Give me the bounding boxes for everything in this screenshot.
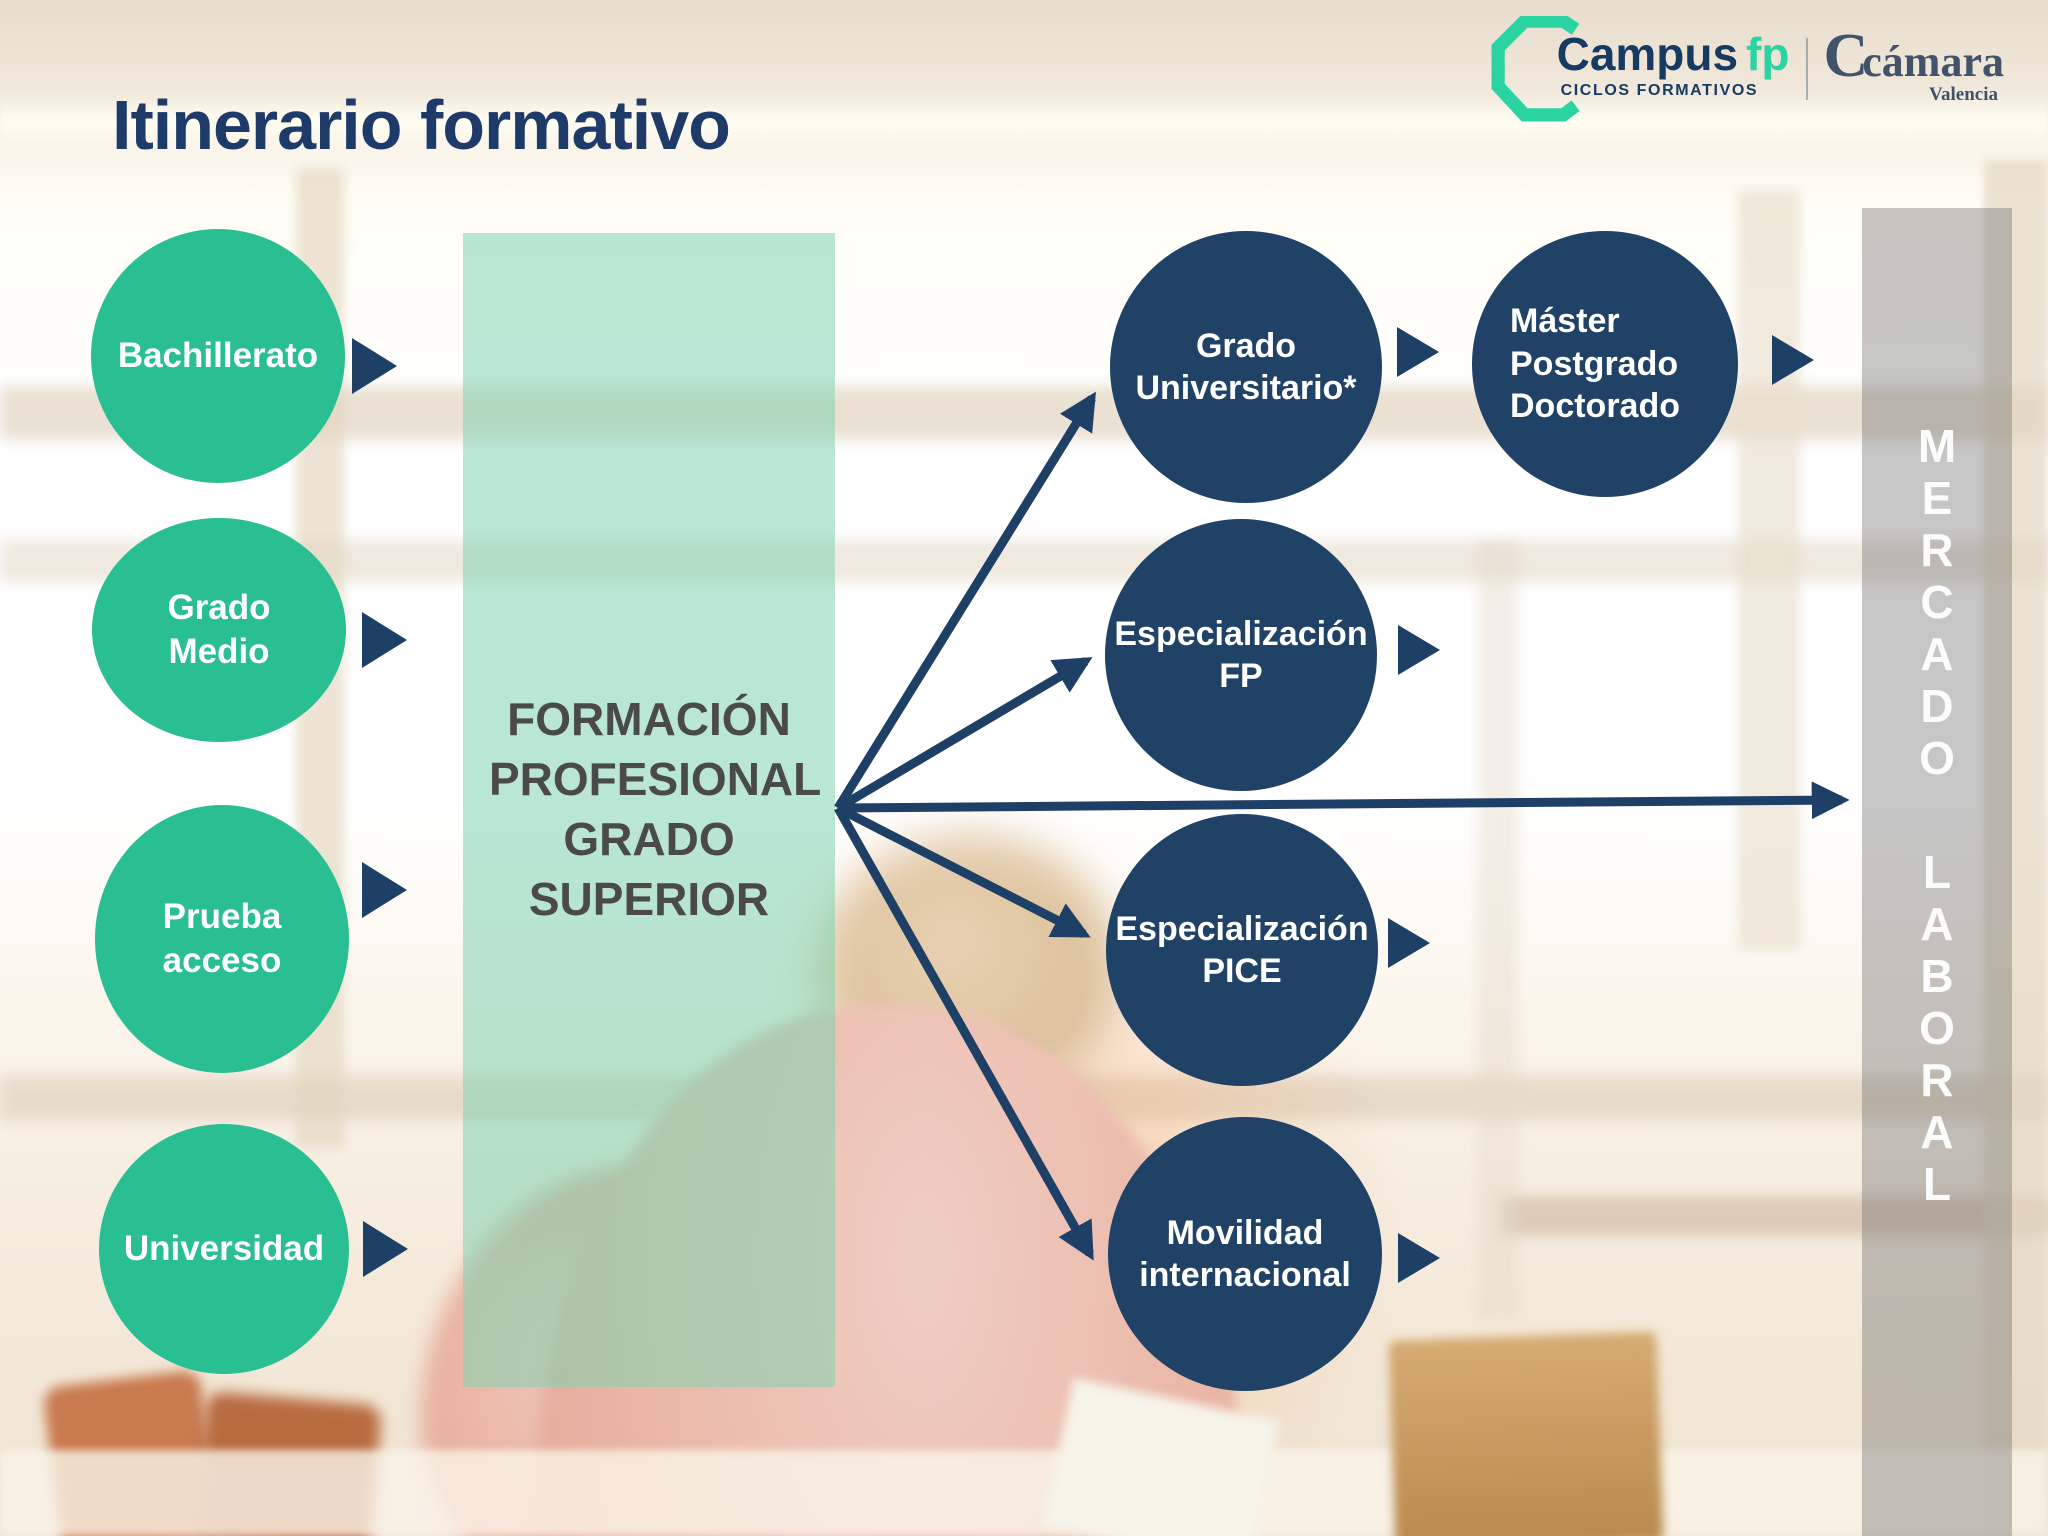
window-light-streak bbox=[0, 96, 2048, 148]
arrow-to-especializacion-pice bbox=[835, 803, 1091, 939]
table-edge bbox=[0, 1450, 2048, 1536]
node-bachillerato: Bachillerato bbox=[91, 229, 345, 483]
triangle-after-master bbox=[1772, 335, 1814, 385]
fp-grado-superior-box: FORMACIÓN PROFESIONAL GRADO SUPERIOR bbox=[463, 233, 835, 1387]
window-frame-vertical bbox=[1478, 540, 1518, 1320]
triangle-after-prueba-acceso bbox=[362, 862, 407, 918]
node-label: Prueba acceso bbox=[162, 897, 282, 980]
node-master-postgrado-doctorado: Máster Postgrado Doctorado bbox=[1472, 231, 1738, 497]
camara-wordmark: cámara bbox=[1862, 37, 2004, 87]
node-label: Bachillerato bbox=[117, 336, 319, 376]
mercado-vertical-text: M E R C A D O bbox=[1917, 420, 1957, 784]
window-frame-band bbox=[1500, 1196, 2048, 1236]
node-grado-medio: Grado Medio bbox=[92, 518, 346, 742]
logo-tagline: CICLOS FORMATIVOS bbox=[1560, 81, 1759, 99]
node-label: Movilidad internacional bbox=[1139, 1213, 1351, 1295]
window-frame-vertical bbox=[1738, 190, 1800, 950]
arrow-to-mercado-laboral bbox=[837, 781, 1850, 820]
triangle-after-movilidad bbox=[1398, 1233, 1440, 1283]
laboral-vertical-text: L A B O R A L bbox=[1919, 846, 1955, 1210]
node-label: Especialización PICE bbox=[1115, 909, 1369, 991]
node-movilidad-internacional: Movilidad internacional bbox=[1108, 1117, 1382, 1391]
window-frame-vertical bbox=[1984, 160, 2048, 1536]
camara-initial: C bbox=[1823, 22, 1869, 91]
logo-divider bbox=[1805, 38, 1808, 100]
triangle-after-especializacion-fp bbox=[1398, 625, 1440, 675]
campus-text: Campus bbox=[1556, 27, 1739, 80]
page-title: Itinerario formativo bbox=[112, 85, 731, 164]
camara-subtitle: Valencia bbox=[1929, 83, 1998, 105]
node-especializacion-fp: Especialización FP bbox=[1105, 519, 1377, 791]
node-grado-universitario: Grado Universitario* bbox=[1110, 231, 1382, 503]
triangle-after-grado-medio bbox=[362, 612, 407, 668]
fp-text: fp bbox=[1746, 27, 1790, 80]
triangle-after-especializacion-pice bbox=[1388, 918, 1430, 968]
camara-valencia-logo: C cámara Valencia bbox=[1823, 22, 2005, 106]
arrow-to-especializacion-fp bbox=[835, 657, 1093, 812]
mercado-laboral-bar: M E R C A D O L A B O R A L bbox=[1862, 208, 2012, 1536]
triangle-after-bachillerato bbox=[352, 338, 397, 394]
triangle-after-grado-universitario bbox=[1397, 327, 1439, 377]
node-label: Grado Universitario* bbox=[1135, 326, 1357, 408]
node-label: Especialización FP bbox=[1114, 614, 1368, 696]
node-label: Universidad bbox=[123, 1229, 325, 1269]
arrow-to-movilidad-internacional bbox=[834, 805, 1094, 1261]
arrow-to-grado-universitario bbox=[834, 391, 1096, 811]
octagon-icon bbox=[1491, 16, 1580, 122]
node-universidad: Universidad bbox=[99, 1124, 349, 1374]
node-especializacion-pice: Especialización PICE bbox=[1106, 814, 1378, 1086]
fp-grado-superior-label: FORMACIÓN PROFESIONAL GRADO SUPERIOR bbox=[489, 693, 822, 925]
node-prueba-acceso: Prueba acceso bbox=[95, 805, 349, 1073]
triangle-after-universidad bbox=[363, 1221, 408, 1277]
node-label: Máster Postgrado Doctorado bbox=[1510, 302, 1680, 426]
node-label: Grado Medio bbox=[167, 588, 271, 671]
